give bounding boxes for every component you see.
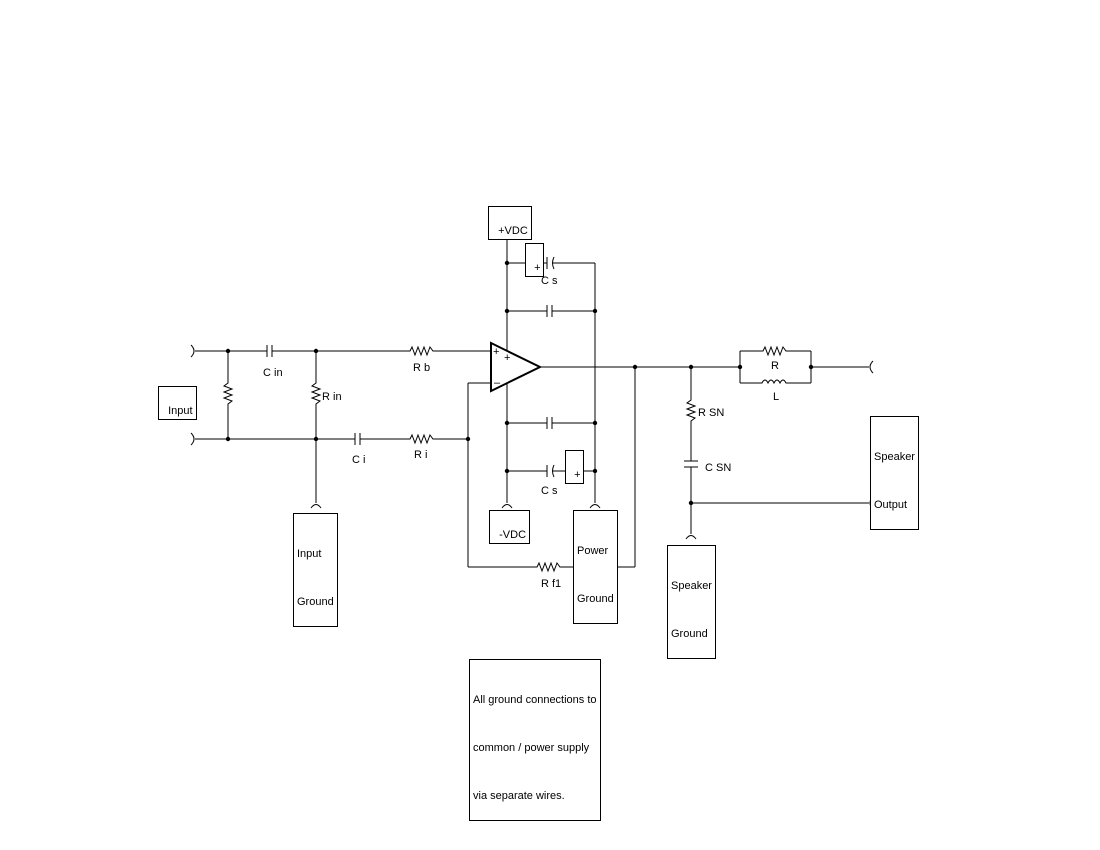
capacitor-bypass-bottom: [546, 417, 553, 429]
ground-note-line2: common / power supply: [473, 742, 590, 754]
junction: [313, 348, 319, 354]
speaker-ground-terminal: [685, 535, 697, 540]
resistor-ri: [405, 433, 468, 445]
power-ground-box: Power Ground: [573, 510, 618, 624]
speaker-output-label-line2: Output: [874, 499, 908, 511]
speaker-ground-box: Speaker Ground: [667, 545, 716, 659]
plus-marker-top: +: [525, 243, 544, 277]
input-ground-label-line2: Ground: [297, 596, 334, 608]
resistor-rf1: [468, 561, 635, 573]
label-c-i: C i: [352, 454, 365, 466]
label-r-in: R in: [322, 391, 342, 403]
power-ground-label-line1: Power: [577, 545, 609, 557]
junction: [592, 308, 598, 314]
junction: [504, 260, 510, 266]
input-ground-box: Input Ground: [293, 513, 338, 627]
vdc-neg-label: -VDC: [499, 529, 527, 541]
capacitor-bypass-top: [546, 305, 553, 317]
vdc-pos-box: +VDC: [488, 206, 532, 240]
label-c-s-bottom: C s: [541, 485, 558, 497]
plus-marker-bottom: +: [565, 450, 584, 484]
resistor-r-in: [310, 351, 322, 439]
label-r-b: R b: [413, 362, 430, 374]
speaker-output-label-line1: Speaker: [874, 451, 915, 463]
input-label: Input: [168, 405, 193, 417]
plus-marker-top-label: +: [534, 262, 541, 274]
junction: [504, 420, 510, 426]
opamp-plus-inner: +: [504, 352, 510, 364]
input-ground-terminal: [310, 504, 322, 509]
junction: [592, 420, 598, 426]
speaker-output-terminal: [869, 360, 874, 374]
power-ground-label-line2: Ground: [577, 593, 614, 605]
input-ground-label-line1: Input: [297, 548, 322, 560]
capacitor-csn: [684, 460, 698, 468]
vdc-neg-terminal: [501, 504, 513, 509]
ground-note-box: All ground connections to common / power…: [469, 659, 601, 821]
opamp-plus-outer: +: [493, 346, 499, 358]
junction: [465, 436, 471, 442]
junction: [225, 436, 231, 442]
plus-marker-bottom-label: +: [574, 469, 581, 481]
resistor-rb: [405, 345, 490, 357]
input-top-terminal: [190, 344, 195, 358]
input-box: Input: [158, 386, 197, 420]
opamp-minus: –: [494, 377, 501, 389]
input-bottom-terminal: [190, 432, 195, 446]
speaker-ground-label-line2: Ground: [671, 628, 708, 640]
label-l-load: L: [773, 391, 779, 403]
speaker-output-box: Speaker Output: [870, 416, 919, 530]
resistor-input-shunt: [222, 351, 234, 439]
speaker-ground-label-line1: Speaker: [671, 580, 712, 592]
power-ground-terminal: [589, 504, 601, 509]
junction: [632, 364, 638, 370]
label-c-sn: C SN: [705, 462, 731, 474]
inductor-l-output: [740, 379, 811, 385]
junction: [504, 308, 510, 314]
capacitor-c-i: [354, 433, 361, 445]
label-r-load: R: [771, 360, 779, 372]
ground-note-line3: via separate wires.: [473, 790, 565, 802]
junction: [592, 468, 598, 474]
label-r-f1: R f1: [541, 578, 561, 590]
capacitor-c-in: [266, 345, 273, 357]
junction: [504, 468, 510, 474]
resistor-r-output: [740, 345, 811, 357]
opamp-triangle: [490, 341, 543, 393]
resistor-rsn: [685, 367, 697, 461]
junction: [225, 348, 231, 354]
label-r-sn: R SN: [698, 407, 724, 419]
vdc-pos-label: +VDC: [498, 225, 528, 237]
label-c-in: C in: [263, 367, 283, 379]
vdc-neg-box: -VDC: [489, 510, 531, 544]
ground-note-line1: All ground connections to: [473, 694, 597, 706]
junction: [313, 436, 319, 442]
label-r-i: R i: [414, 449, 427, 461]
label-c-s-top: C s: [541, 275, 558, 287]
